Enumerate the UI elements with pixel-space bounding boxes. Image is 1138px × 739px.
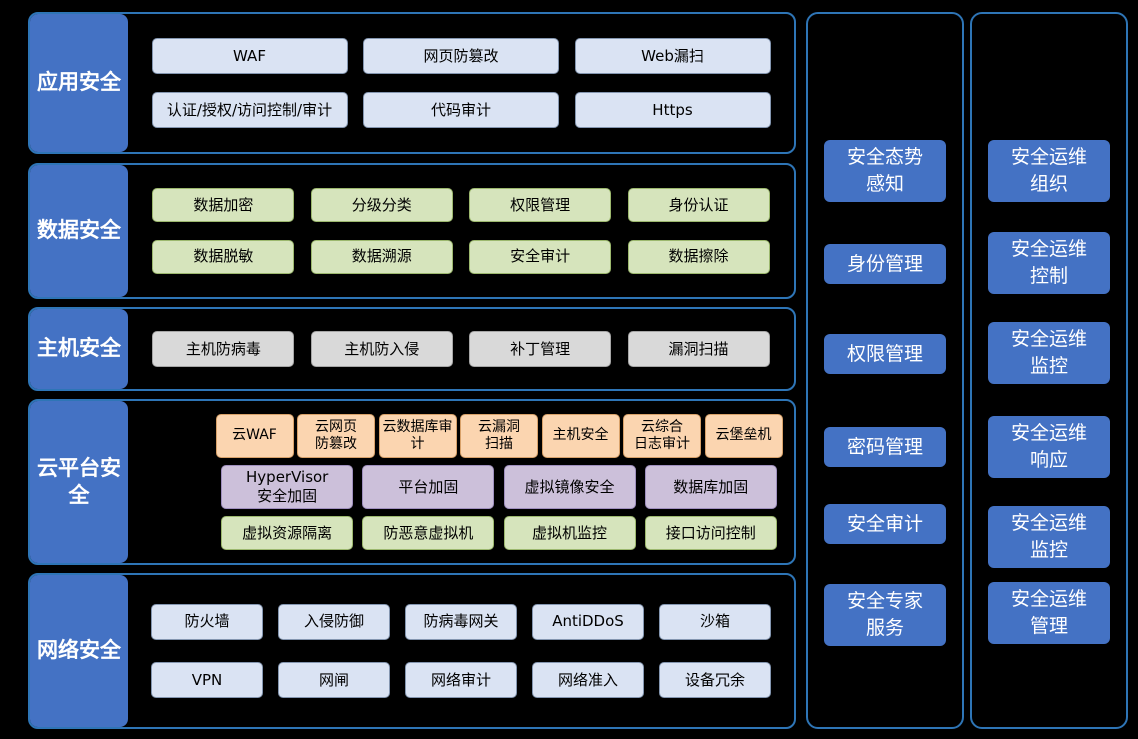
module-chip: 数据溯源 — [310, 239, 453, 274]
layer-row-data-security: 数据安全数据加密分级分类权限管理身份认证数据脱敏数据溯源安全审计数据擦除 — [28, 163, 796, 299]
module-chip: 分级分类 — [310, 188, 453, 223]
module-chip: 云综合 日志审计 — [623, 414, 701, 458]
chip-row: 数据加密分级分类权限管理身份认证 — [136, 188, 786, 223]
pillar-item: 安全运维 管理 — [988, 582, 1110, 644]
layer-chip-area: WAF 网页防篡改 Web漏扫认证/授权/访问控制/审计代码审计 Https — [128, 14, 794, 152]
module-chip: 云漏洞 扫描 — [460, 414, 538, 458]
layer-label-app-security: 应用安全 — [30, 14, 128, 152]
module-chip: 主机防病毒 — [152, 331, 295, 367]
module-chip: 数据脱敏 — [152, 239, 295, 274]
pillar-item: 安全运维 监控 — [988, 322, 1110, 384]
module-chip: 防火墙 — [151, 603, 263, 640]
pillar-item: 安全专家 服务 — [824, 584, 946, 646]
module-chip: 认证/授权/访问控制/审计 — [151, 92, 348, 128]
module-chip: AntiDDoS — [532, 603, 644, 640]
module-chip: 网闸 — [278, 662, 390, 699]
pillar-item: 安全运维 监控 — [988, 506, 1110, 568]
layer-label-host-security: 主机安全 — [30, 309, 128, 389]
module-chip: 数据加密 — [152, 188, 295, 223]
pillar-item: 安全运维 组织 — [988, 140, 1110, 202]
module-chip: 设备冗余 — [659, 662, 771, 699]
layer-chip-area: 防火墙入侵防御防病毒网关 AntiDDoS 沙箱 VPN 网闸网络审计网络准入设备冗余 — [128, 575, 794, 727]
module-chip: HyperVisor 安全加固 — [221, 465, 354, 509]
layer-label-cloud-platform-security: 云平台安全 — [30, 401, 128, 563]
chip-row: 认证/授权/访问控制/审计代码审计 Https — [136, 92, 786, 128]
module-chip: Https — [574, 92, 771, 128]
module-chip: 云WAF — [215, 414, 294, 458]
module-chip: 数据擦除 — [627, 239, 770, 274]
pillar-item: 权限管理 — [824, 334, 946, 374]
layer-chip-area: 主机防病毒主机防入侵补丁管理漏洞扫描 — [128, 309, 794, 389]
chip-row: 防火墙入侵防御防病毒网关 AntiDDoS 沙箱 — [136, 603, 786, 640]
module-chip: 主机安全 — [541, 414, 620, 458]
module-chip: VPN — [151, 662, 263, 699]
module-chip: 沙箱 — [659, 603, 771, 640]
layer-label-network-security: 网络安全 — [30, 575, 128, 727]
pillar-item: 安全运维 控制 — [988, 232, 1110, 294]
module-chip: 安全审计 — [469, 239, 612, 274]
module-chip: 平台加固 — [362, 465, 495, 509]
layer-label-data-security: 数据安全 — [30, 165, 128, 297]
chip-row: 主机防病毒主机防入侵补丁管理漏洞扫描 — [136, 331, 786, 367]
module-chip: Web漏扫 — [574, 38, 771, 74]
module-chip: WAF — [151, 38, 348, 74]
module-chip: 网络审计 — [405, 662, 517, 699]
module-chip: 虚拟资源隔离 — [221, 516, 354, 550]
module-chip: 云数据库审 计 — [378, 414, 457, 458]
pillar-item: 安全运维 响应 — [988, 416, 1110, 478]
module-chip: 补丁管理 — [469, 331, 612, 367]
module-chip: 数据库加固 — [644, 465, 777, 509]
chip-row: 虚拟资源隔离防恶意虚拟机虚拟机监控接口访问控制 — [212, 516, 786, 550]
module-chip: 防病毒网关 — [405, 603, 517, 640]
module-chip: 接口访问控制 — [644, 516, 777, 550]
security-operations-column: 安全运维 组织安全运维 控制安全运维 监控安全运维 响应安全运维 监控安全运维 … — [970, 12, 1128, 729]
pillar-item: 安全审计 — [824, 504, 946, 544]
pillar-item: 身份管理 — [824, 244, 946, 284]
layer-chip-area: 数据加密分级分类权限管理身份认证数据脱敏数据溯源安全审计数据擦除 — [128, 165, 794, 297]
layer-row-app-security: 应用安全 WAF 网页防篡改 Web漏扫认证/授权/访问控制/审计代码审计 Https — [28, 12, 796, 154]
pillar-item: 密码管理 — [824, 427, 946, 467]
module-chip: 防恶意虚拟机 — [362, 516, 495, 550]
module-chip: 网页防篡改 — [363, 38, 559, 74]
module-chip: 虚拟机监控 — [503, 516, 636, 550]
layer-row-host-security: 主机安全主机防病毒主机防入侵补丁管理漏洞扫描 — [28, 307, 796, 391]
security-management-column: 安全态势 感知身份管理权限管理密码管理安全审计安全专家 服务 — [806, 12, 964, 729]
module-chip: 身份认证 — [627, 188, 770, 223]
layer-row-network-security: 网络安全防火墙入侵防御防病毒网关 AntiDDoS 沙箱 VPN 网闸网络审计网络准入设… — [28, 573, 796, 729]
module-chip: 云网页 防篡改 — [297, 414, 375, 458]
chip-row: HyperVisor 安全加固平台加固虚拟镜像安全数据库加固 — [212, 465, 786, 509]
module-chip: 虚拟镜像安全 — [503, 465, 636, 509]
module-chip: 代码审计 — [363, 92, 559, 128]
module-chip: 云堡垒机 — [704, 414, 783, 458]
module-chip: 入侵防御 — [278, 603, 390, 640]
module-chip: 权限管理 — [469, 188, 612, 223]
chip-row: 数据脱敏数据溯源安全审计数据擦除 — [136, 239, 786, 274]
module-chip: 漏洞扫描 — [627, 331, 770, 367]
pillar-item: 安全态势 感知 — [824, 140, 946, 202]
chip-row: WAF 网页防篡改 Web漏扫 — [136, 38, 786, 74]
module-chip: 网络准入 — [532, 662, 644, 699]
chip-row: VPN 网闸网络审计网络准入设备冗余 — [136, 662, 786, 699]
module-chip: 主机防入侵 — [310, 331, 453, 367]
